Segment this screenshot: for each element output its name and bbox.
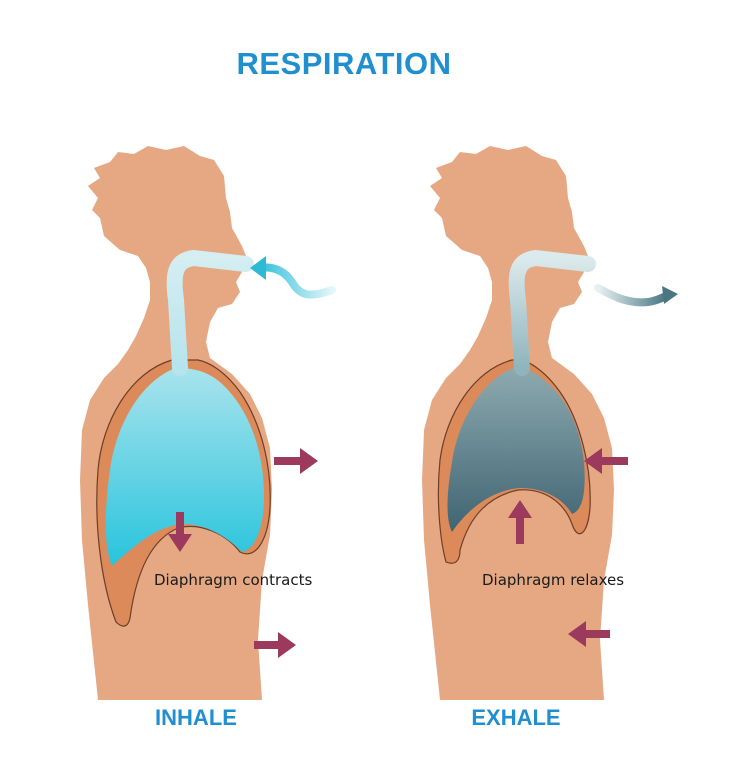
exhale-panel: Diaphragm relaxes EXHALE	[422, 146, 678, 730]
exhale-air-stream	[594, 284, 670, 307]
inhale-chest-expand-arrow-icon	[274, 448, 318, 474]
inhale-air-arrowhead-icon	[250, 256, 266, 280]
inhale-lungs	[105, 368, 265, 566]
inhale-airway	[166, 249, 254, 376]
inhale-diaphragm-down-arrow-icon	[168, 512, 192, 552]
inhale-air-stream	[256, 263, 336, 299]
inhale-diaphragm-caption: Diaphragm contracts	[154, 571, 312, 589]
inhale-panel: Diaphragm contracts INHALE	[80, 146, 336, 730]
exhale-air-arrowhead-icon	[662, 286, 678, 304]
exhale-diaphragm-up-arrow-icon	[508, 500, 532, 544]
inhale-label: INHALE	[155, 705, 237, 730]
exhale-diaphragm-caption: Diaphragm relaxes	[482, 571, 624, 589]
exhale-abdomen-compress-arrow-icon	[568, 621, 610, 647]
diagram-title: RESPIRATION	[236, 46, 451, 81]
exhale-label: EXHALE	[471, 705, 560, 730]
exhale-lungs	[447, 368, 585, 532]
exhale-airway	[508, 249, 596, 376]
inhale-abdomen-expand-arrow-icon	[254, 632, 296, 658]
exhale-chest-compress-arrow-icon	[584, 448, 628, 474]
